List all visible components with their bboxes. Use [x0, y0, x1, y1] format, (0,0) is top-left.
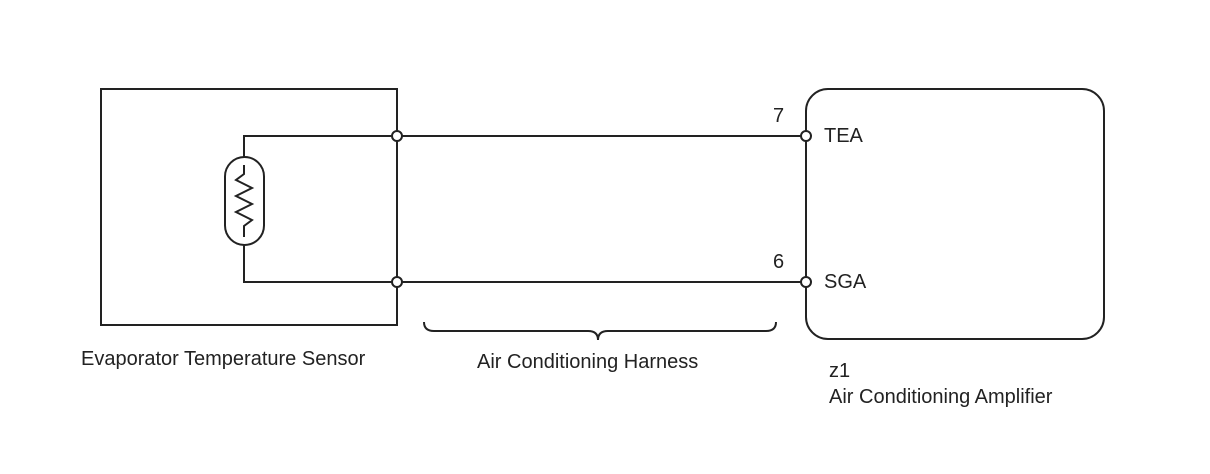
- pin-name-sga: SGA: [824, 271, 867, 293]
- sensor-lead-top: [243, 135, 397, 157]
- pin-name-tea: TEA: [824, 125, 864, 147]
- amplifier-terminal-tea: [800, 130, 812, 142]
- harness-label: Air Conditioning Harness: [477, 351, 698, 373]
- amplifier-terminal-sga: [800, 276, 812, 288]
- sensor-box: [100, 88, 398, 326]
- sensor-terminal-top: [391, 130, 403, 142]
- pin-number-sga: 6: [773, 251, 784, 273]
- harness-brace: [423, 321, 777, 341]
- amplifier-label: Air Conditioning Amplifier: [829, 386, 1053, 408]
- sensor-lead-bottom: [243, 245, 397, 283]
- sensor-label: Evaporator Temperature Sensor: [81, 348, 366, 370]
- pin-number-tea: 7: [773, 105, 784, 127]
- amplifier-code: z1: [829, 360, 850, 382]
- amplifier-box: [805, 88, 1105, 340]
- thermistor-icon: [224, 156, 265, 246]
- sensor-terminal-bottom: [391, 276, 403, 288]
